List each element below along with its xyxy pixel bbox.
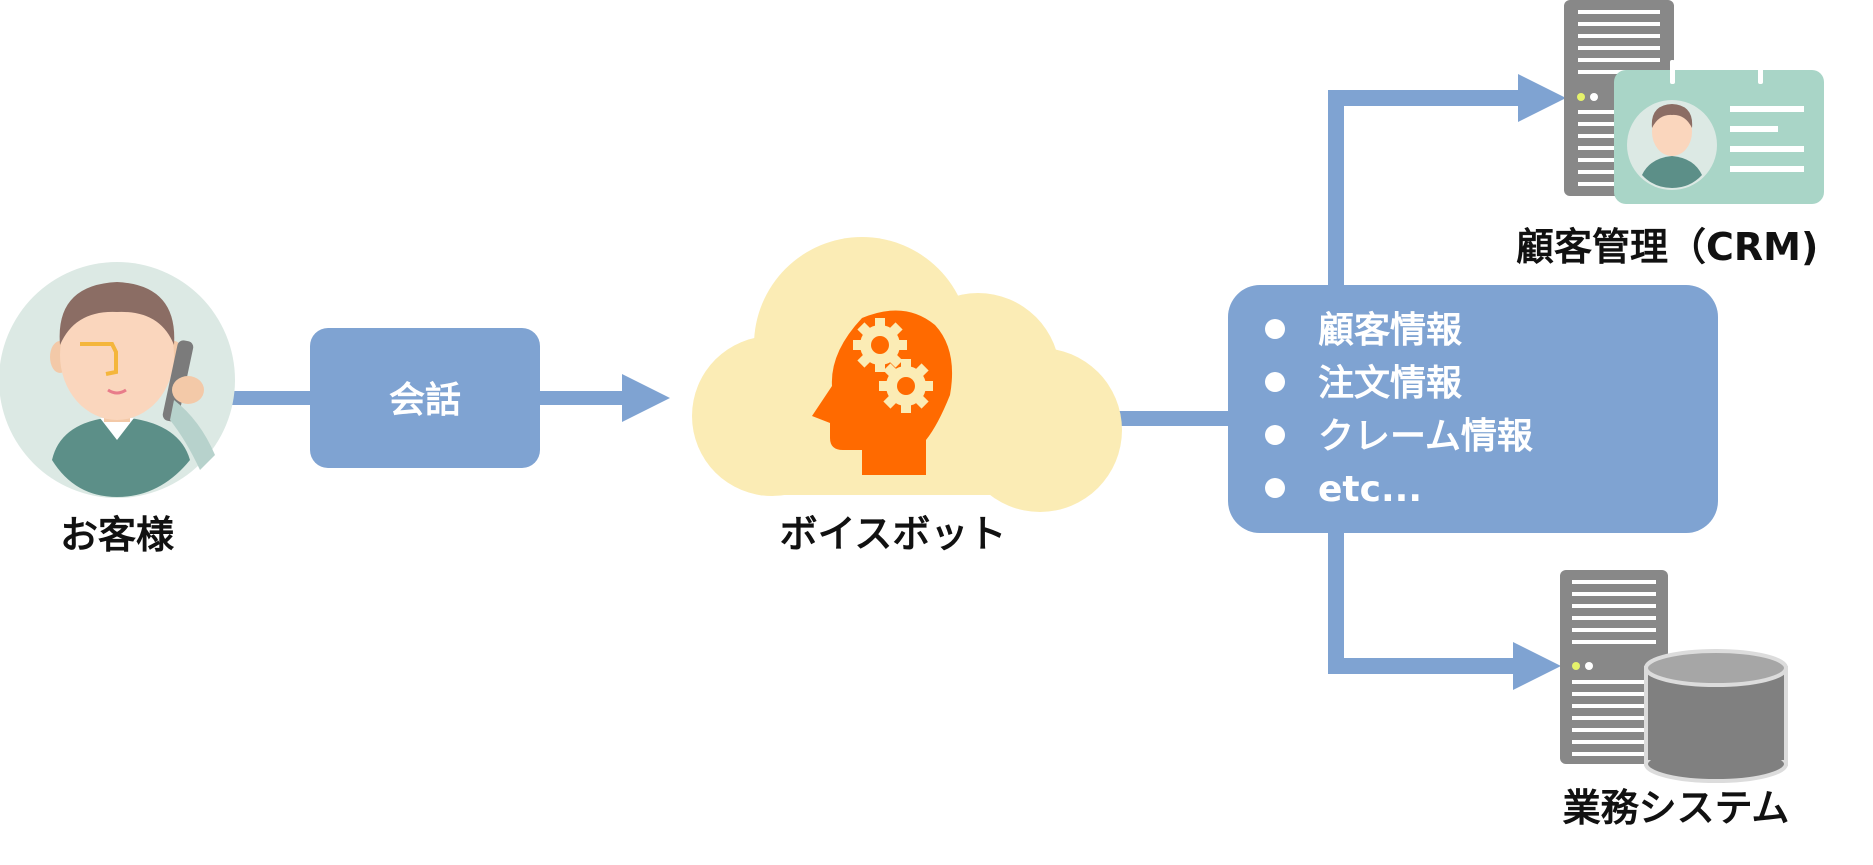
customer-label: お客様 xyxy=(60,513,175,557)
info-list: 顧客情報 注文情報 クレーム情報 etc... xyxy=(1265,310,1533,510)
info-item-complaint-info: クレーム情報 xyxy=(1318,416,1533,457)
connector-up-vertical xyxy=(1328,90,1344,290)
info-item-order-info: 注文情報 xyxy=(1318,363,1462,404)
conversation-box xyxy=(310,328,540,468)
brain-gears-icon xyxy=(812,310,953,475)
connector-down-horizontal xyxy=(1328,658,1523,674)
connector-up-horizontal xyxy=(1328,90,1528,106)
voicebot-label: ボイスボット xyxy=(780,512,1007,556)
info-item-etc: etc... xyxy=(1318,469,1422,510)
info-bullet xyxy=(1265,319,1285,339)
connector-customer-conversation xyxy=(232,391,312,405)
info-bullet xyxy=(1265,478,1285,498)
info-bullet xyxy=(1265,425,1285,445)
connectors xyxy=(232,74,1566,690)
customer-phone-icon xyxy=(0,262,235,498)
arrowhead-to-crm xyxy=(1518,74,1566,122)
crm-label: 顧客管理（CRM) xyxy=(1516,225,1818,269)
info-item-customer-info: 顧客情報 xyxy=(1318,310,1462,351)
connector-down-vertical xyxy=(1328,525,1344,673)
arrowhead-to-business-system xyxy=(1513,642,1561,690)
info-bullet xyxy=(1265,372,1285,392)
business-system-label: 業務システム xyxy=(1563,786,1790,830)
crm-server-card-icon xyxy=(1564,0,1824,204)
conversation-label: 会話 xyxy=(389,380,461,421)
connector-conversation-voicebot xyxy=(538,391,628,405)
info-box xyxy=(1228,285,1718,533)
arrowhead-to-voicebot xyxy=(622,374,670,422)
server-database-icon xyxy=(1560,570,1788,783)
connector-voicebot-infobox xyxy=(1115,411,1230,426)
